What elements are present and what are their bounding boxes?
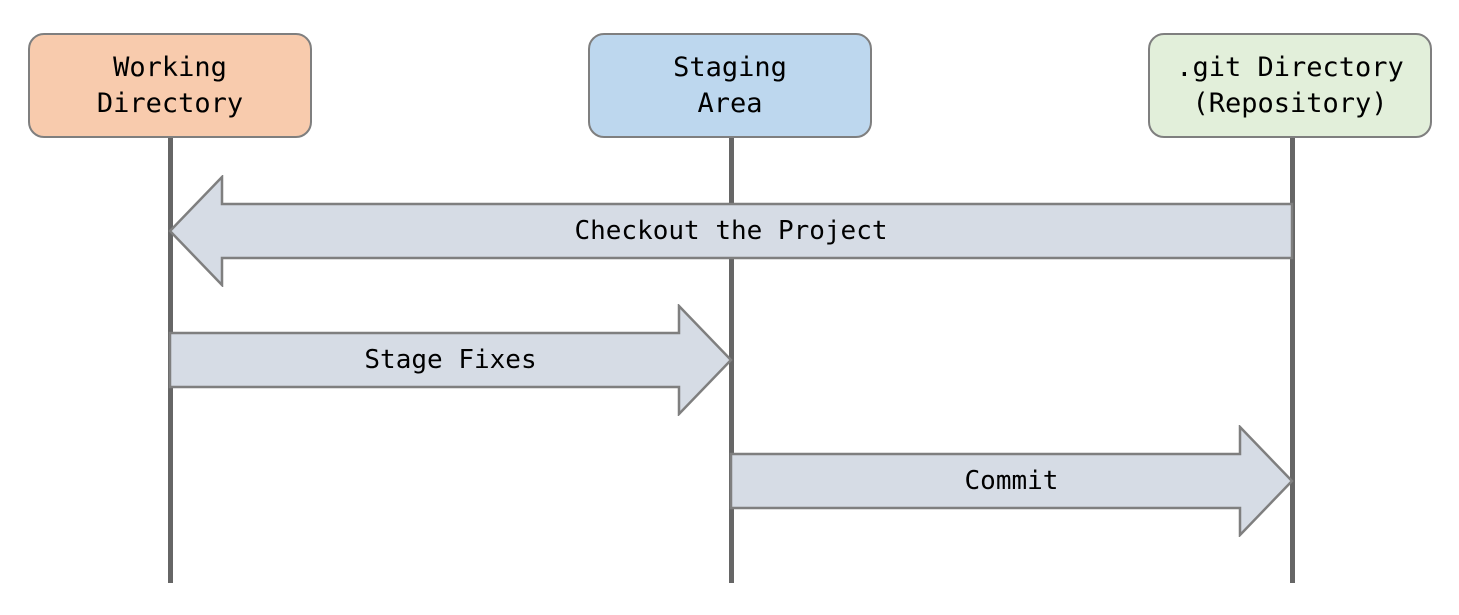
lifeline-git-directory [1290,138,1295,583]
actor-label-line: Directory [96,87,244,119]
actor-box-staging-area: Staging Area [588,33,872,138]
actor-label-line: .git Directory [1176,51,1404,83]
stage-fixes-arrow-shape [168,304,733,416]
actor-box-git-directory: .git Directory (Repository) [1148,33,1432,138]
actor-label-line: (Repository) [1192,87,1388,119]
checkout-arrow-shape [168,175,1294,287]
actor-box-working-directory: Working Directory [28,33,312,138]
commit-arrow-shape [729,425,1294,537]
actor-label-line: Area [697,87,763,119]
actor-label-line: Staging [673,51,787,83]
actor-label-line: Working [113,51,227,83]
commit-arrow [729,425,1294,537]
stage-fixes-arrow [168,304,733,416]
checkout-arrow [168,175,1294,287]
